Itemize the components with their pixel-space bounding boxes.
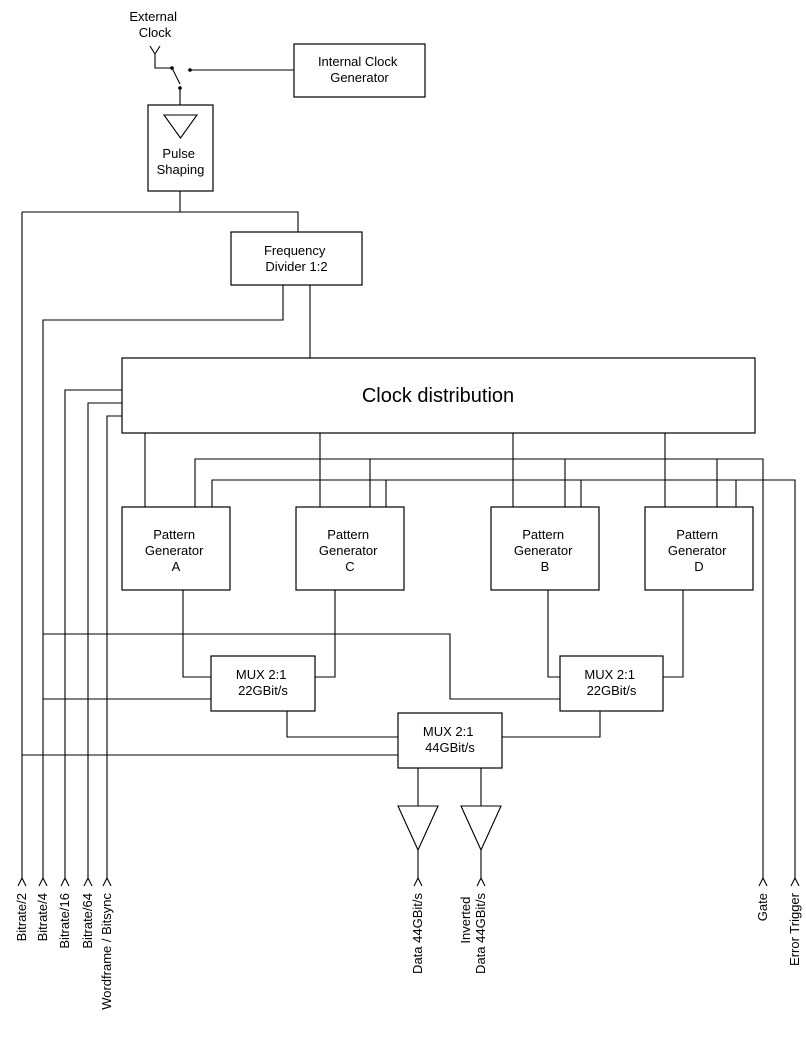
output-label-bitrate-16: Bitrate/16 [57,893,72,949]
pulse-shaping-label: Pulse Shaping [157,146,205,177]
clock-distribution-label: Clock distribution [362,385,514,407]
pulse-shaping-triangle-icon [162,114,199,139]
output-label-error-trigger: Error Trigger [787,892,802,966]
frequency-divider-box [230,231,363,286]
output-label-bitrate-2: Bitrate/2 [14,893,29,941]
output-label-data: Data 44GBit/s [410,893,425,974]
clock-distribution-box [121,357,756,434]
pattern-generator-c-box [295,506,405,591]
pattern-generator-d-box [644,506,754,591]
pattern-generator-a-box [121,506,231,591]
mux-44g-box [397,712,503,769]
mux-44g-label: MUX 2:1 44GBit/s [423,724,477,755]
pattern-generator-b-box [490,506,600,591]
pattern-generator-c-label: Pattern Generator C [319,527,381,574]
data-buffer-triangle-icon [397,805,439,852]
pattern-generator-d-label: Pattern Generator D [668,527,730,574]
output-label-bitrate-64: Bitrate/64 [80,893,95,949]
mux-22g-right-box [559,655,664,712]
internal-clock-generator-box [293,43,426,98]
mux-22g-left-label: MUX 2:1 22GBit/s [236,667,290,698]
output-label-wordframe: Wordframe / Bitsync [99,893,114,1010]
internal-clock-generator-label: Internal Clock Generator [318,54,401,85]
output-label-inverted-data: Inverted Data 44GBit/s [458,893,488,974]
output-connectors [17,876,800,887]
switch-contact [170,66,174,70]
output-label-bitrate-4: Bitrate/4 [35,893,50,941]
inverted-buffer-triangle-icon [460,805,502,852]
external-clock-label: External Clock [129,9,180,40]
frequency-divider-label: Frequency Divider 1:2 [264,243,329,274]
external-clock-input-connector [149,45,181,85]
pattern-generator-a-label: Pattern Generator A [145,527,207,574]
output-label-gate: Gate [755,893,770,921]
mux-22g-left-box [210,655,316,712]
pattern-generator-b-label: Pattern Generator B [514,527,576,574]
mux-22g-right-label: MUX 2:1 22GBit/s [584,667,638,698]
